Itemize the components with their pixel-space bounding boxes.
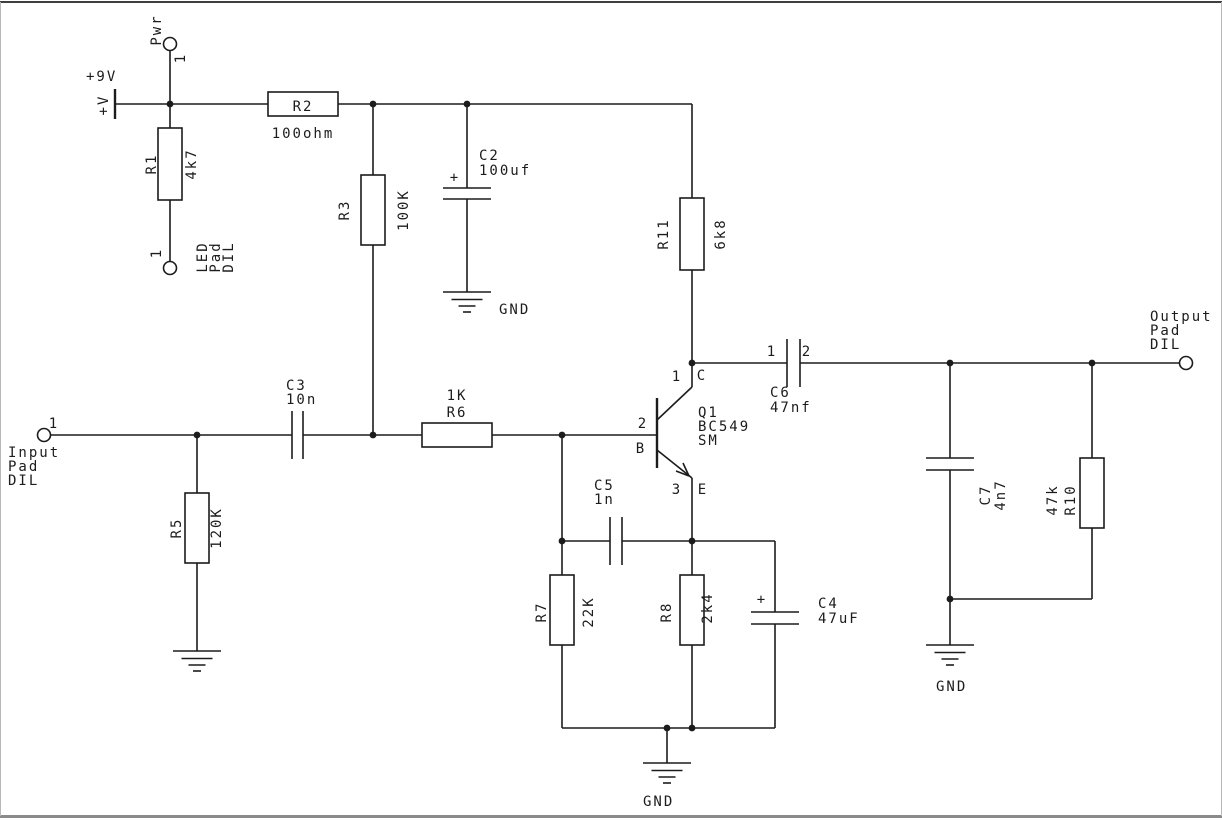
q1-pin2-number: 2	[638, 416, 648, 432]
ground-input	[172, 650, 222, 672]
pwr-pad-label: Pwr	[149, 14, 165, 45]
q1-pin3-label: E	[698, 482, 708, 498]
r2-name: R2	[293, 99, 314, 115]
c6-name: C6	[770, 385, 791, 401]
junction-dots	[166, 100, 1096, 732]
wire-segments	[51, 51, 1180, 763]
resistor-r5: R5 120K	[169, 492, 225, 564]
ground-emitter: GND	[642, 762, 692, 810]
capacitor-c6: 1 2 C6 47nf	[767, 339, 812, 416]
r10-name: R10	[1063, 484, 1079, 515]
pad-input: 1 Input Pad DIL	[8, 416, 60, 489]
r7-name: R7	[534, 602, 550, 623]
c6-value: 47nf	[770, 400, 812, 416]
r1-name: R1	[144, 154, 160, 175]
output-pad-line2: Pad	[1150, 323, 1181, 339]
c5-value: 1n	[594, 492, 615, 508]
transistor-q1: Q1 BC549 SM 1 C 2 B 3 E	[636, 368, 750, 498]
resistor-r6: 1K R6	[421, 388, 493, 448]
r11-value: 6k8	[713, 218, 729, 249]
r11-name: R11	[656, 218, 672, 249]
r5-value: 120K	[209, 507, 225, 549]
resistor-r10: 47k R10	[1045, 457, 1105, 529]
resistor-r1: R1 4k7	[144, 127, 200, 201]
r6-name: R6	[447, 405, 468, 421]
capacitor-c3: C3 10n	[286, 378, 317, 459]
input-pad-line3: DIL	[8, 473, 39, 489]
c2-name: C2	[479, 148, 500, 164]
input-pad-line1: Input	[8, 445, 60, 461]
c6-pin2: 2	[802, 344, 812, 360]
c5-name: C5	[594, 478, 615, 494]
output-pad-line3: DIL	[1150, 337, 1181, 353]
output-pad-line1: Output	[1150, 309, 1213, 325]
pad-output: Output Pad DIL	[1150, 309, 1213, 371]
q1-name: Q1	[698, 405, 719, 421]
ground-output-label: GND	[936, 679, 967, 695]
r8-value: 2k4	[700, 592, 716, 623]
input-pad-line2: Pad	[8, 459, 39, 475]
q1-pin3-number: 3	[672, 482, 682, 498]
c3-value: 10n	[286, 392, 317, 408]
c3-name: C3	[286, 378, 307, 394]
ground-emitter-label: GND	[643, 794, 674, 810]
resistor-r2: R2 100ohm	[267, 91, 339, 142]
r6-value: 1K	[447, 388, 468, 404]
led-pad-circle	[162, 260, 178, 276]
resistor-r11: R11 6k8	[656, 197, 729, 271]
capacitor-c5: C5 1n	[594, 478, 623, 565]
supply-voltage-label: +9V	[86, 69, 117, 85]
resistor-r3: R3 100K	[337, 174, 412, 246]
capacitor-c7: C7 4n7	[926, 457, 1009, 511]
r1-value: 4k7	[184, 148, 200, 179]
c4-name: C4	[818, 596, 839, 612]
ground-power-label: GND	[499, 302, 530, 318]
q1-emitter-arrow	[675, 470, 690, 477]
led-pad-pin: 1	[149, 248, 165, 258]
q1-pin2-label: B	[636, 441, 646, 457]
q1-pin1-number: 1	[672, 369, 682, 385]
r2-value: 100ohm	[272, 126, 335, 142]
q1-package: SM	[698, 433, 719, 449]
led-pad-line2: Pad	[208, 241, 224, 272]
ground-output: GND	[925, 644, 975, 695]
c7-name: C7	[978, 485, 994, 506]
r3-value: 100K	[396, 189, 412, 231]
input-pad-circle	[36, 427, 52, 443]
output-pad-circle	[1178, 355, 1194, 371]
c6-pin1: 1	[767, 344, 777, 360]
capacitor-c4: + C4 47uF	[751, 592, 860, 627]
led-pad-line3: DIL	[221, 241, 237, 272]
r10-value: 47k	[1045, 484, 1061, 515]
r5-name: R5	[169, 518, 185, 539]
c4-polarity: +	[757, 592, 767, 608]
input-pad-pin: 1	[49, 416, 59, 432]
r7-value: 22K	[581, 596, 597, 627]
resistor-r8: R8 2k4	[659, 574, 716, 646]
c7-value: 4n7	[993, 479, 1009, 510]
capacitor-c2: + C2 100uf	[443, 148, 531, 200]
supply-terminal: +9V +V	[86, 69, 117, 119]
c2-polarity: +	[450, 170, 460, 186]
c4-value: 47uF	[818, 611, 860, 627]
led-pad-line1: LED	[195, 241, 211, 272]
r3-name: R3	[337, 200, 353, 221]
q1-part: BC549	[698, 419, 750, 435]
c2-value: 100uf	[479, 163, 531, 179]
r8-name: R8	[659, 602, 675, 623]
resistor-r7: R7 22K	[534, 574, 597, 646]
supply-name-label: +V	[96, 95, 112, 116]
ground-power: GND	[442, 291, 530, 318]
pwr-pad-pin: 1	[173, 53, 189, 63]
q1-pin1-label: C	[697, 368, 707, 384]
pwr-pad-circle	[162, 36, 178, 52]
pad-led: 1 LED Pad DIL	[149, 241, 237, 276]
pad-pwr: Pwr 1	[149, 14, 189, 63]
